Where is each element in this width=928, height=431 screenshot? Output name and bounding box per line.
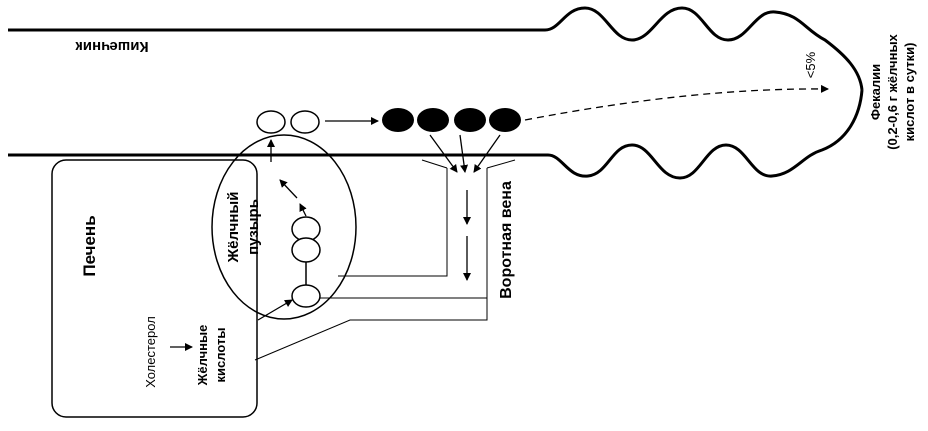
portal-vein-label: Воротная вена (498, 181, 515, 299)
bile-acid-molecule (291, 284, 321, 308)
bile-acids-reabsorbed (382, 108, 521, 132)
intestine (8, 6, 864, 180)
arrow-liver-to-gallbladder (257, 299, 293, 321)
bile-acids-secreted (256, 110, 320, 134)
arrow-up-in-gallbladder-1 (279, 179, 298, 199)
portal-vein-collector-left (421, 159, 448, 169)
diagram-labels: Кишечник Печень Жёлчный пузырь Воротная … (75, 33, 917, 387)
bile-acids-in-gallbladder (291, 216, 321, 308)
portal-vein-outer-wall (254, 168, 488, 361)
portal-vein-inner-wall (338, 168, 448, 277)
portal-vein (254, 159, 516, 361)
intestine-bottom-wall (8, 89, 864, 180)
gallbladder-label-line2: пузырь (245, 199, 262, 255)
arrow-reabsorption-1 (429, 134, 458, 173)
gallbladder-label-line1: Жёлчный (225, 192, 242, 264)
bile-acid-molecule (256, 110, 286, 134)
feces-label-line1: Фекалии (868, 64, 883, 120)
gallbladder (211, 134, 357, 320)
bile-acid-molecule (291, 237, 321, 263)
arrow-up-in-gallbladder-2 (299, 203, 307, 217)
arrow-reabsorption-3 (473, 134, 501, 173)
intestine-label: Кишечник (75, 38, 149, 55)
cholesterol-label: Холестерол (143, 316, 158, 388)
flow-arrows (170, 84, 829, 351)
feces-label-line3: кислот в сутки) (902, 43, 917, 142)
portal-vein-collector-right (486, 159, 516, 169)
liver (51, 159, 258, 418)
bile-acids-label-line1: Жёлчные (195, 325, 210, 387)
bile-acid-molecule (290, 110, 320, 134)
liver-label: Печень (80, 215, 99, 276)
bile-acid-molecule-dark (382, 108, 414, 132)
intestine-top-wall (8, 6, 864, 91)
arrow-excretion-dashed (524, 84, 829, 121)
feces-label-line2: (0,2-0,6 г жёлчных (885, 33, 900, 149)
bile-acid-molecule-dark (454, 108, 486, 132)
arrow-reabsorption-2 (459, 134, 469, 173)
excretion-percent-label: <5% (803, 51, 818, 78)
bile-acids-label-line2: кислоты (213, 328, 228, 383)
bile-acid-molecule-dark (489, 108, 521, 132)
bile-acid-molecule-dark (417, 108, 449, 132)
